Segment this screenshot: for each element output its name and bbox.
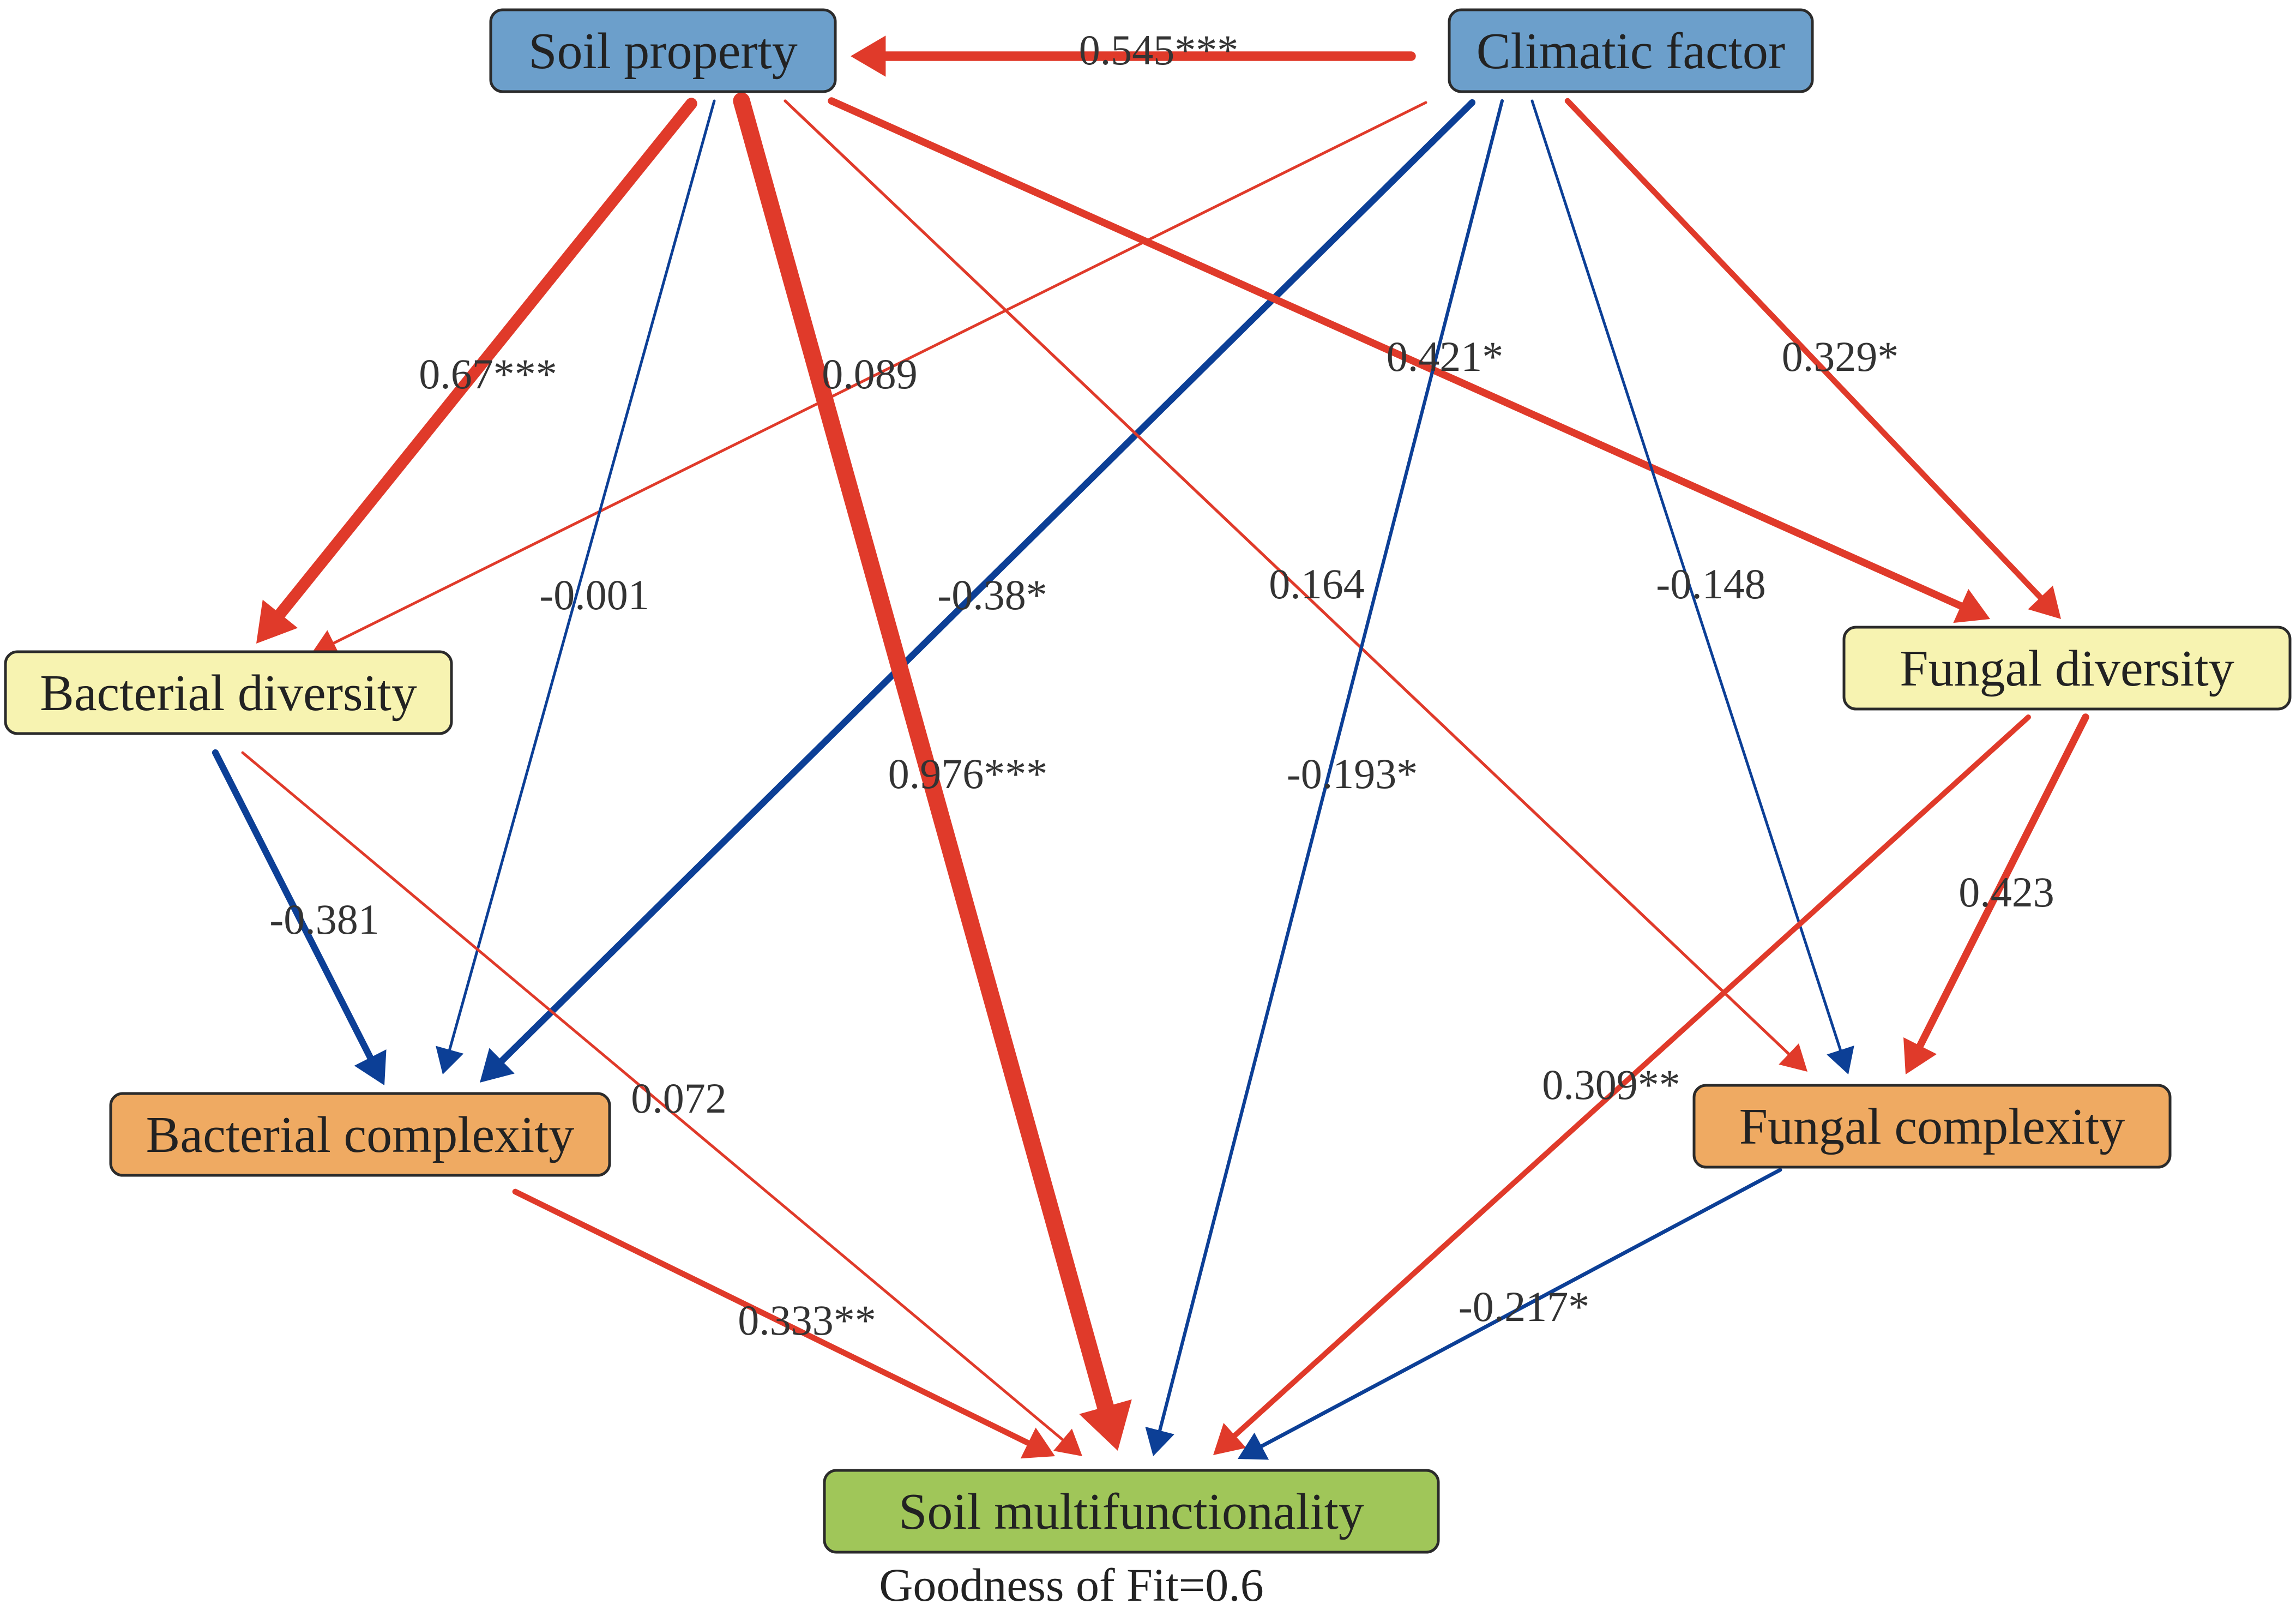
node-soil-multifunctionality-label: Soil multifunctionality	[899, 1483, 1364, 1540]
edge-soil-property-to-fungal-diversity-coefficient: 0.421*	[1387, 333, 1504, 380]
node-bacterial-complexity-label: Bacterial complexity	[146, 1107, 575, 1163]
node-soil-multifunctionality-box	[823, 1469, 1440, 1554]
edge-climatic-factor-to-fungal-diversity-arrowhead	[2028, 585, 2061, 619]
edge-bacterial-diversity-to-bacterial-complexity-line	[212, 749, 375, 1062]
edge-bacterial-complexity-to-soil-multifunctionality-coefficient: 0.333**	[738, 1296, 876, 1344]
node-soil-multifunctionality: Soil multifunctionality	[823, 1469, 1440, 1554]
edge-climatic-factor-to-bacterial-complexity-coefficient: -0.38*	[937, 571, 1047, 618]
edges-layer	[212, 35, 2089, 1460]
edge-climatic-factor-to-fungal-diversity	[1564, 98, 2061, 619]
edge-fungal-diversity-to-soil-multifunctionality-line	[1231, 714, 2031, 1439]
edge-soil-property-to-bacterial-complexity	[436, 99, 716, 1074]
edge-soil-property-to-fungal-complexity-arrowhead	[1779, 1043, 1807, 1072]
edge-climatic-factor-to-fungal-complexity	[1530, 99, 1854, 1074]
edge-soil-property-to-soil-multifunctionality-arrowhead	[1079, 1399, 1132, 1451]
node-fungal-diversity-box	[1842, 626, 2292, 711]
edge-soil-property-to-bacterial-complexity-line	[448, 99, 716, 1053]
edge-climatic-factor-to-fungal-diversity-coefficient: 0.329*	[1782, 333, 1899, 380]
edge-climatic-factor-to-soil-property-arrowhead	[851, 35, 886, 77]
edge-labels-layer: 0.545*** 0.67*** 0.089 -0.001 -0.38* 0.421* 0.…	[269, 26, 2054, 1344]
edge-climatic-factor-to-soil-multifunctionality	[1145, 99, 1504, 1456]
edge-soil-property-to-bacterial-complexity-coefficient: -0.001	[539, 571, 649, 618]
edge-soil-property-to-fungal-complexity-line	[784, 99, 1791, 1056]
edge-fungal-complexity-to-soil-multifunctionality	[1238, 1168, 1782, 1460]
edge-climatic-factor-to-bacterial-complexity-line	[498, 99, 1476, 1065]
edge-bacterial-diversity-to-soil-multifunctionality	[241, 751, 1082, 1456]
edge-fungal-diversity-to-fungal-complexity-line	[1915, 713, 2089, 1050]
edge-soil-property-to-bacterial-diversity-coefficient: 0.67***	[419, 350, 557, 398]
edge-soil-property-to-bacterial-complexity-arrowhead	[436, 1046, 464, 1074]
edge-soil-property-to-soil-multifunctionality-line	[733, 92, 1114, 1416]
edge-bacterial-diversity-to-bacterial-complexity	[212, 749, 387, 1085]
edge-fungal-diversity-to-soil-multifunctionality-coefficient: 0.309**	[1542, 1061, 1680, 1108]
node-soil-property-box	[489, 8, 837, 93]
edge-climatic-factor-to-bacterial-diversity-coefficient: 0.089	[822, 350, 918, 398]
edge-bacterial-complexity-to-soil-multifunctionality-line	[512, 1188, 1032, 1447]
edge-fungal-complexity-to-soil-multifunctionality-arrowhead	[1238, 1432, 1269, 1460]
edge-climatic-factor-to-fungal-complexity-line	[1530, 99, 1842, 1053]
edge-bacterial-complexity-to-soil-multifunctionality-arrowhead	[1020, 1427, 1055, 1459]
edge-fungal-diversity-to-soil-multifunctionality-arrowhead	[1213, 1422, 1246, 1455]
node-climatic-factor-label: Climatic factor	[1477, 23, 1785, 80]
edge-soil-property-to-bacterial-diversity-arrowhead	[256, 599, 298, 644]
edge-bacterial-diversity-to-soil-multifunctionality-arrowhead	[1053, 1428, 1082, 1456]
edge-soil-property-to-bacterial-diversity	[256, 98, 697, 644]
node-bacterial-complexity-box	[109, 1092, 611, 1177]
edge-climatic-factor-to-soil-multifunctionality-line	[1158, 99, 1504, 1433]
edge-soil-property-to-fungal-diversity	[828, 97, 1990, 623]
node-bacterial-diversity: Bacterial diversity	[4, 650, 453, 735]
edge-climatic-factor-to-bacterial-complexity-arrowhead	[480, 1048, 515, 1083]
edge-bacterial-diversity-to-soil-multifunctionality-coefficient: 0.072	[631, 1074, 727, 1122]
edge-soil-property-to-fungal-complexity	[784, 99, 1807, 1072]
edge-fungal-diversity-to-soil-multifunctionality	[1213, 714, 2031, 1455]
edge-climatic-factor-to-soil-property	[851, 35, 1416, 77]
node-soil-property: Soil property	[489, 8, 837, 93]
edge-fungal-complexity-to-soil-multifunctionality-coefficient: -0.217*	[1459, 1283, 1589, 1330]
edge-fungal-diversity-to-fungal-complexity-arrowhead	[1903, 1037, 1937, 1074]
edge-climatic-factor-to-bacterial-diversity-arrowhead	[311, 630, 340, 656]
edge-bacterial-complexity-to-soil-multifunctionality	[512, 1188, 1055, 1459]
edge-fungal-diversity-to-fungal-complexity	[1903, 713, 2089, 1074]
edge-bacterial-diversity-to-bacterial-complexity-coefficient: -0.381	[269, 896, 379, 943]
edge-soil-property-to-fungal-diversity-arrowhead	[1953, 588, 1990, 623]
edge-soil-property-to-fungal-diversity-line	[828, 97, 1966, 610]
node-fungal-diversity-label: Fungal diversity	[1900, 640, 2234, 697]
edge-bacterial-diversity-to-soil-multifunctionality-line	[241, 751, 1065, 1442]
edge-bacterial-diversity-to-bacterial-complexity-arrowhead	[354, 1049, 387, 1085]
edge-soil-property-to-soil-multifunctionality-coefficient: 0.976***	[888, 750, 1048, 797]
edge-climatic-factor-to-fungal-diversity-line	[1564, 98, 2044, 602]
edge-climatic-factor-to-soil-multifunctionality-arrowhead	[1145, 1427, 1174, 1456]
node-bacterial-diversity-box	[4, 650, 453, 735]
node-soil-property-label: Soil property	[528, 23, 797, 80]
node-fungal-complexity-box	[1692, 1084, 2172, 1169]
edge-climatic-factor-to-fungal-complexity-coefficient: -0.148	[1656, 560, 1765, 608]
goodness-of-fit-label: Goodness of Fit=0.6	[879, 1559, 1263, 1611]
node-bacterial-diversity-label: Bacterial diversity	[40, 665, 417, 722]
edge-fungal-complexity-to-soil-multifunctionality-line	[1258, 1168, 1782, 1449]
node-fungal-diversity: Fungal diversity	[1842, 626, 2292, 711]
edge-climatic-factor-to-bacterial-complexity	[480, 99, 1476, 1083]
node-fungal-complexity-label: Fungal complexity	[1739, 1098, 2125, 1155]
node-fungal-complexity: Fungal complexity	[1692, 1084, 2172, 1169]
node-bacterial-complexity: Bacterial complexity	[109, 1092, 611, 1177]
edge-climatic-factor-to-fungal-complexity-arrowhead	[1827, 1046, 1854, 1074]
node-climatic-factor-box	[1448, 8, 1814, 93]
edge-climatic-factor-to-soil-multifunctionality-coefficient: -0.193*	[1287, 750, 1418, 797]
node-climatic-factor: Climatic factor	[1448, 8, 1814, 93]
edge-soil-property-to-fungal-complexity-coefficient: 0.164	[1269, 560, 1365, 608]
edge-climatic-factor-to-bacterial-diversity-line	[331, 101, 1427, 645]
edge-climatic-factor-to-bacterial-diversity	[311, 101, 1427, 656]
edge-fungal-diversity-to-fungal-complexity-coefficient: 0.423	[1958, 868, 2054, 916]
edge-soil-property-to-bacterial-diversity-line	[273, 98, 697, 621]
edge-soil-property-to-soil-multifunctionality	[733, 92, 1132, 1451]
edge-climatic-factor-to-soil-property-coefficient: 0.545***	[1079, 26, 1239, 74]
